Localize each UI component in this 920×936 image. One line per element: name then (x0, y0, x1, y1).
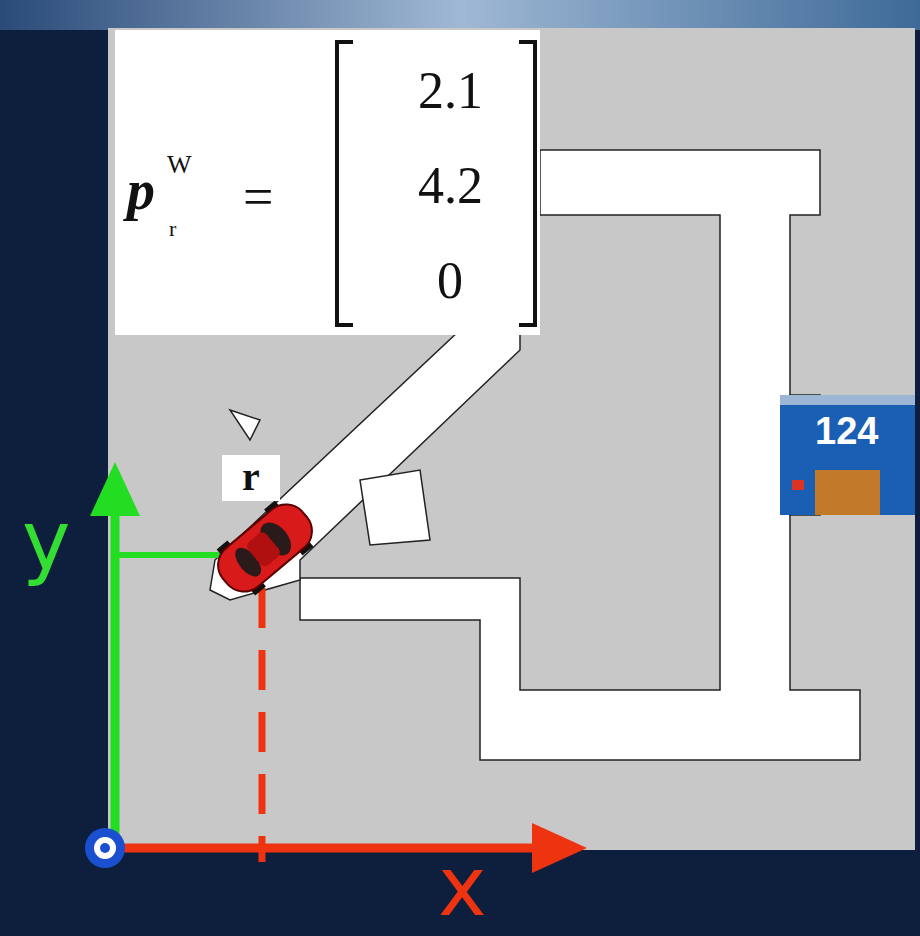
y-axis-head (90, 462, 140, 516)
equation-term: 2.1 (418, 65, 483, 117)
room-number: 124 (815, 412, 878, 450)
equation-box: pWr = 2.1 4.2 0 (115, 30, 540, 335)
axis-label: x (438, 846, 487, 928)
origin-symbol (85, 828, 125, 868)
equation-term: 4.2 (418, 160, 483, 212)
y-coordinate-line (115, 552, 222, 558)
x-axis-head (532, 823, 587, 873)
x-coordinate-line (259, 588, 266, 862)
axis-label: y (22, 500, 71, 582)
equation-term: W (167, 152, 192, 178)
room-sign-photo (780, 395, 915, 515)
equation-term: 0 (437, 255, 463, 307)
robot-car (206, 492, 324, 605)
y-axis (111, 508, 120, 848)
robot-label-box: r (222, 455, 280, 501)
occupancy-grid (108, 28, 915, 850)
equation-term: p (127, 162, 155, 218)
top-band (0, 0, 920, 30)
robot-label: r (242, 457, 260, 497)
equation-term: = (243, 170, 273, 224)
equation-term: r (169, 218, 176, 240)
